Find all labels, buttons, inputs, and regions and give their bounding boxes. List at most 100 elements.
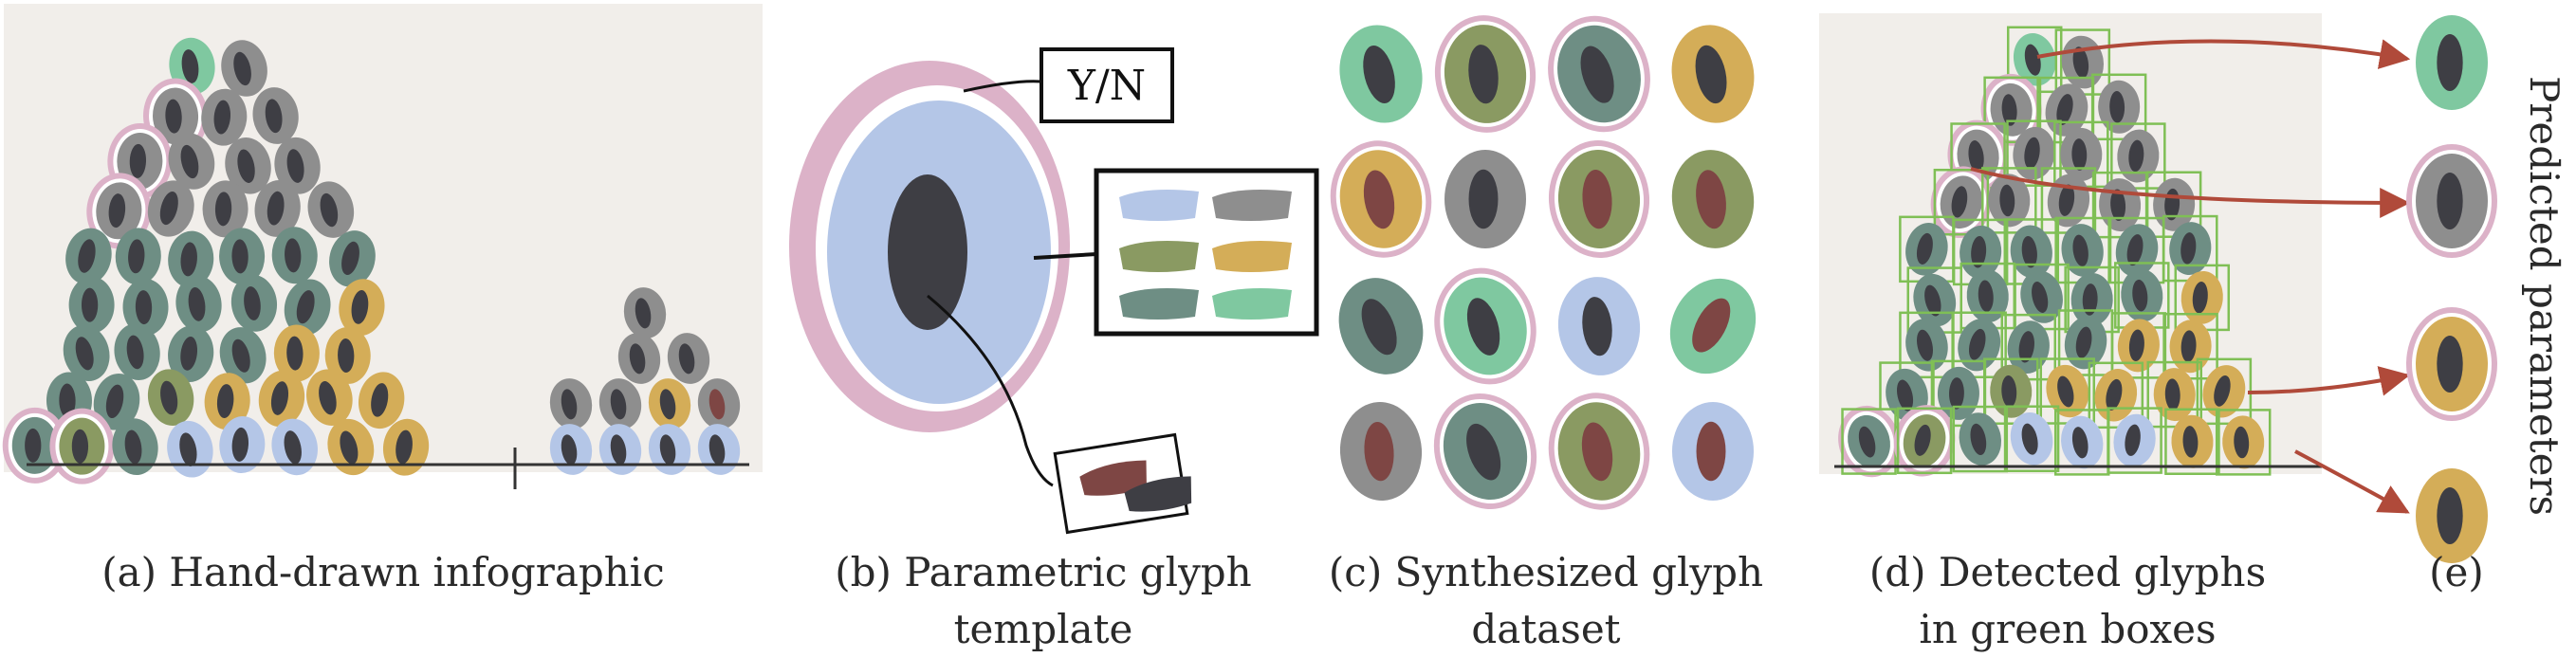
- hand-glyph: [274, 137, 321, 194]
- glyph-center: [2032, 282, 2049, 313]
- caption-a: (a) Hand-drawn infographic: [101, 549, 665, 595]
- detection-box: [1983, 76, 2039, 144]
- hand-glyph: [2121, 268, 2163, 322]
- glyph-center: [2082, 283, 2098, 316]
- glyph-center: [1968, 140, 1984, 173]
- hand-glyph: [307, 181, 355, 238]
- detection-box: [2164, 408, 2220, 475]
- hand-glyph: [219, 228, 266, 285]
- detection-box: [2110, 312, 2167, 379]
- palette-swatch: [1212, 288, 1292, 320]
- hand-glyph: [2098, 80, 2141, 134]
- hand-glyph: [1838, 405, 1900, 478]
- glyph-center: [1581, 422, 1613, 482]
- hand-glyph: [273, 324, 320, 382]
- dataset-glyph: [1339, 402, 1423, 501]
- glyph-center: [214, 192, 232, 227]
- glyph-center: [2072, 234, 2088, 266]
- glyph-center: [231, 427, 249, 462]
- hand-glyph: [2117, 129, 2160, 183]
- glyph-center: [610, 389, 627, 420]
- glyph-center: [2214, 375, 2231, 407]
- hand-glyph: [204, 373, 250, 430]
- detection-box: [2090, 73, 2147, 141]
- glyph-center: [108, 193, 126, 228]
- hand-glyph: [2, 407, 67, 484]
- glyph-center: [126, 335, 144, 370]
- glyph-center: [1466, 298, 1500, 356]
- glyph-center: [341, 241, 359, 276]
- hand-glyph-small: [549, 424, 593, 475]
- glyph-center: [165, 99, 182, 134]
- dataset-glyph: [1433, 393, 1537, 510]
- hand-glyph-small: [598, 378, 642, 430]
- hand-glyph: [49, 408, 115, 484]
- hand-glyph: [2020, 270, 2063, 323]
- hand-glyph: [2153, 368, 2196, 422]
- dataset-glyph: [1671, 25, 1755, 123]
- glyph-center: [1364, 421, 1394, 482]
- glyph-center: [2021, 235, 2037, 268]
- glyph-center: [81, 287, 99, 322]
- caption-d-line1: (d) Detected glyphs: [1868, 549, 2267, 595]
- glyph-center: [1999, 184, 2015, 217]
- glyph-center: [231, 338, 250, 373]
- glyph-center: [708, 389, 726, 420]
- glyph-center: [2126, 234, 2144, 266]
- glyph-center: [237, 149, 255, 183]
- glyph-center: [1696, 170, 1726, 229]
- hand-glyph: [68, 276, 115, 334]
- glyph-center: [2071, 427, 2088, 459]
- caption-b: (b) Parametric glyph template: [816, 544, 1271, 658]
- hand-glyph: [219, 416, 266, 473]
- glyph-center: [2021, 423, 2038, 455]
- glyph-center: [319, 380, 337, 415]
- hand-glyph: [1960, 225, 2002, 279]
- glyph-center: [286, 336, 304, 371]
- glyph-center: [180, 144, 199, 179]
- glyph-center: [2128, 329, 2144, 361]
- glyph-center: [2106, 378, 2123, 411]
- hand-glyph: [230, 274, 278, 332]
- hand-glyph: [2202, 365, 2246, 418]
- detection-box: [1981, 167, 2037, 234]
- hand-glyph: [324, 326, 371, 384]
- hand-glyph: [2010, 411, 2053, 466]
- detection-box: [1896, 407, 1953, 475]
- glyph-center: [2024, 44, 2041, 76]
- hand-glyph: [168, 325, 214, 383]
- predicted-glyph: [2416, 468, 2488, 563]
- glyph-center: [1968, 328, 1986, 360]
- caption-b-line1: (b) Parametric glyph: [835, 549, 1252, 595]
- palette-swatch: [1119, 288, 1199, 320]
- hand-glyph: [306, 369, 353, 426]
- glyph-center: [159, 191, 178, 226]
- glyph-center: [1468, 169, 1499, 229]
- hand-glyph-small: [697, 378, 741, 430]
- hand-glyph-small: [667, 333, 710, 384]
- glyph-center: [1970, 423, 1987, 455]
- glyph-center: [1363, 170, 1395, 229]
- detection-box: [2003, 405, 2060, 472]
- glyph-center: [2110, 189, 2126, 222]
- arrow-2: [1970, 167, 2411, 218]
- center-connector: [927, 294, 1054, 487]
- detection-box: [2215, 409, 2272, 476]
- hand-glyph: [1988, 174, 2031, 228]
- glyph-center: [2180, 232, 2197, 265]
- glyph-center: [2192, 281, 2208, 314]
- palette-swatch: [1119, 241, 1199, 272]
- synthesized-dataset-grid: [1330, 15, 1757, 510]
- glyph-center: [2180, 330, 2197, 362]
- glyph-center: [2125, 424, 2141, 456]
- glyph-center: [180, 242, 197, 277]
- glyph-center: [635, 298, 652, 329]
- glyph-center: [265, 99, 283, 134]
- hand-glyph: [122, 279, 169, 337]
- hand-glyph: [339, 279, 385, 337]
- dataset-glyph: [1338, 278, 1424, 375]
- predicted-glyph: [2406, 307, 2497, 421]
- glyph-center: [1580, 46, 1614, 103]
- palette-swatch: [1212, 241, 1292, 272]
- glyph-center: [2182, 426, 2199, 458]
